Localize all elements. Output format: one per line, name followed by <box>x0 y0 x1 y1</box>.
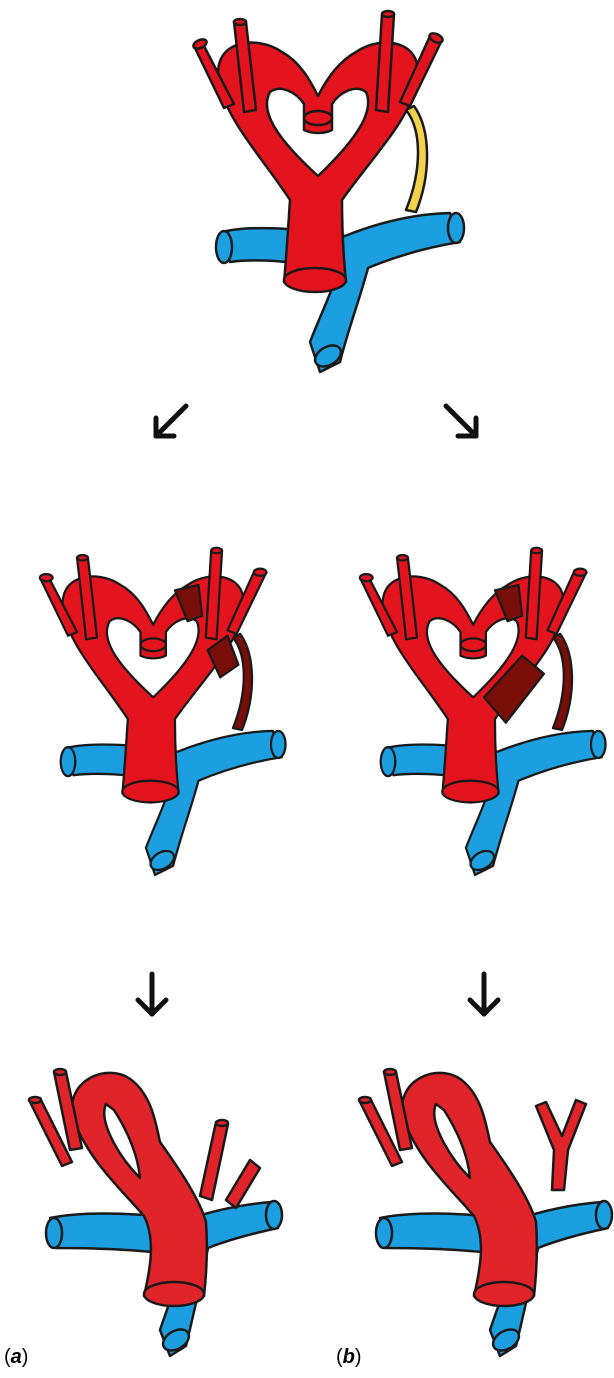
embryonic-arch-drawing <box>160 0 480 380</box>
arch-center-end <box>304 111 332 125</box>
panel-middle-left <box>10 520 300 900</box>
vein-end-left <box>216 231 232 263</box>
vein-end-right <box>448 213 464 243</box>
arrow-top-right <box>440 400 484 444</box>
bottom-left-drawing <box>10 1050 300 1370</box>
middle-left-drawing <box>10 520 300 900</box>
detached-y-segment <box>536 1100 586 1190</box>
arrow-bottom-right <box>466 970 502 1020</box>
panel-middle-right <box>330 520 614 900</box>
ductus-shape <box>406 106 427 212</box>
bottom-right-drawing <box>340 1050 614 1370</box>
label-a: (a) <box>4 1346 28 1369</box>
panel-embryonic-arches <box>160 0 480 380</box>
panel-bottom-left <box>10 1050 300 1370</box>
detached-segment <box>226 1160 260 1208</box>
middle-right-drawing <box>330 520 614 900</box>
label-b: (b) <box>336 1346 362 1369</box>
panel-bottom-right <box>340 1050 614 1370</box>
arrow-top-left <box>148 400 192 444</box>
arrow-bottom-left <box>134 970 170 1020</box>
aorta-left-arch <box>72 1073 207 1296</box>
aorta-end <box>284 268 346 292</box>
